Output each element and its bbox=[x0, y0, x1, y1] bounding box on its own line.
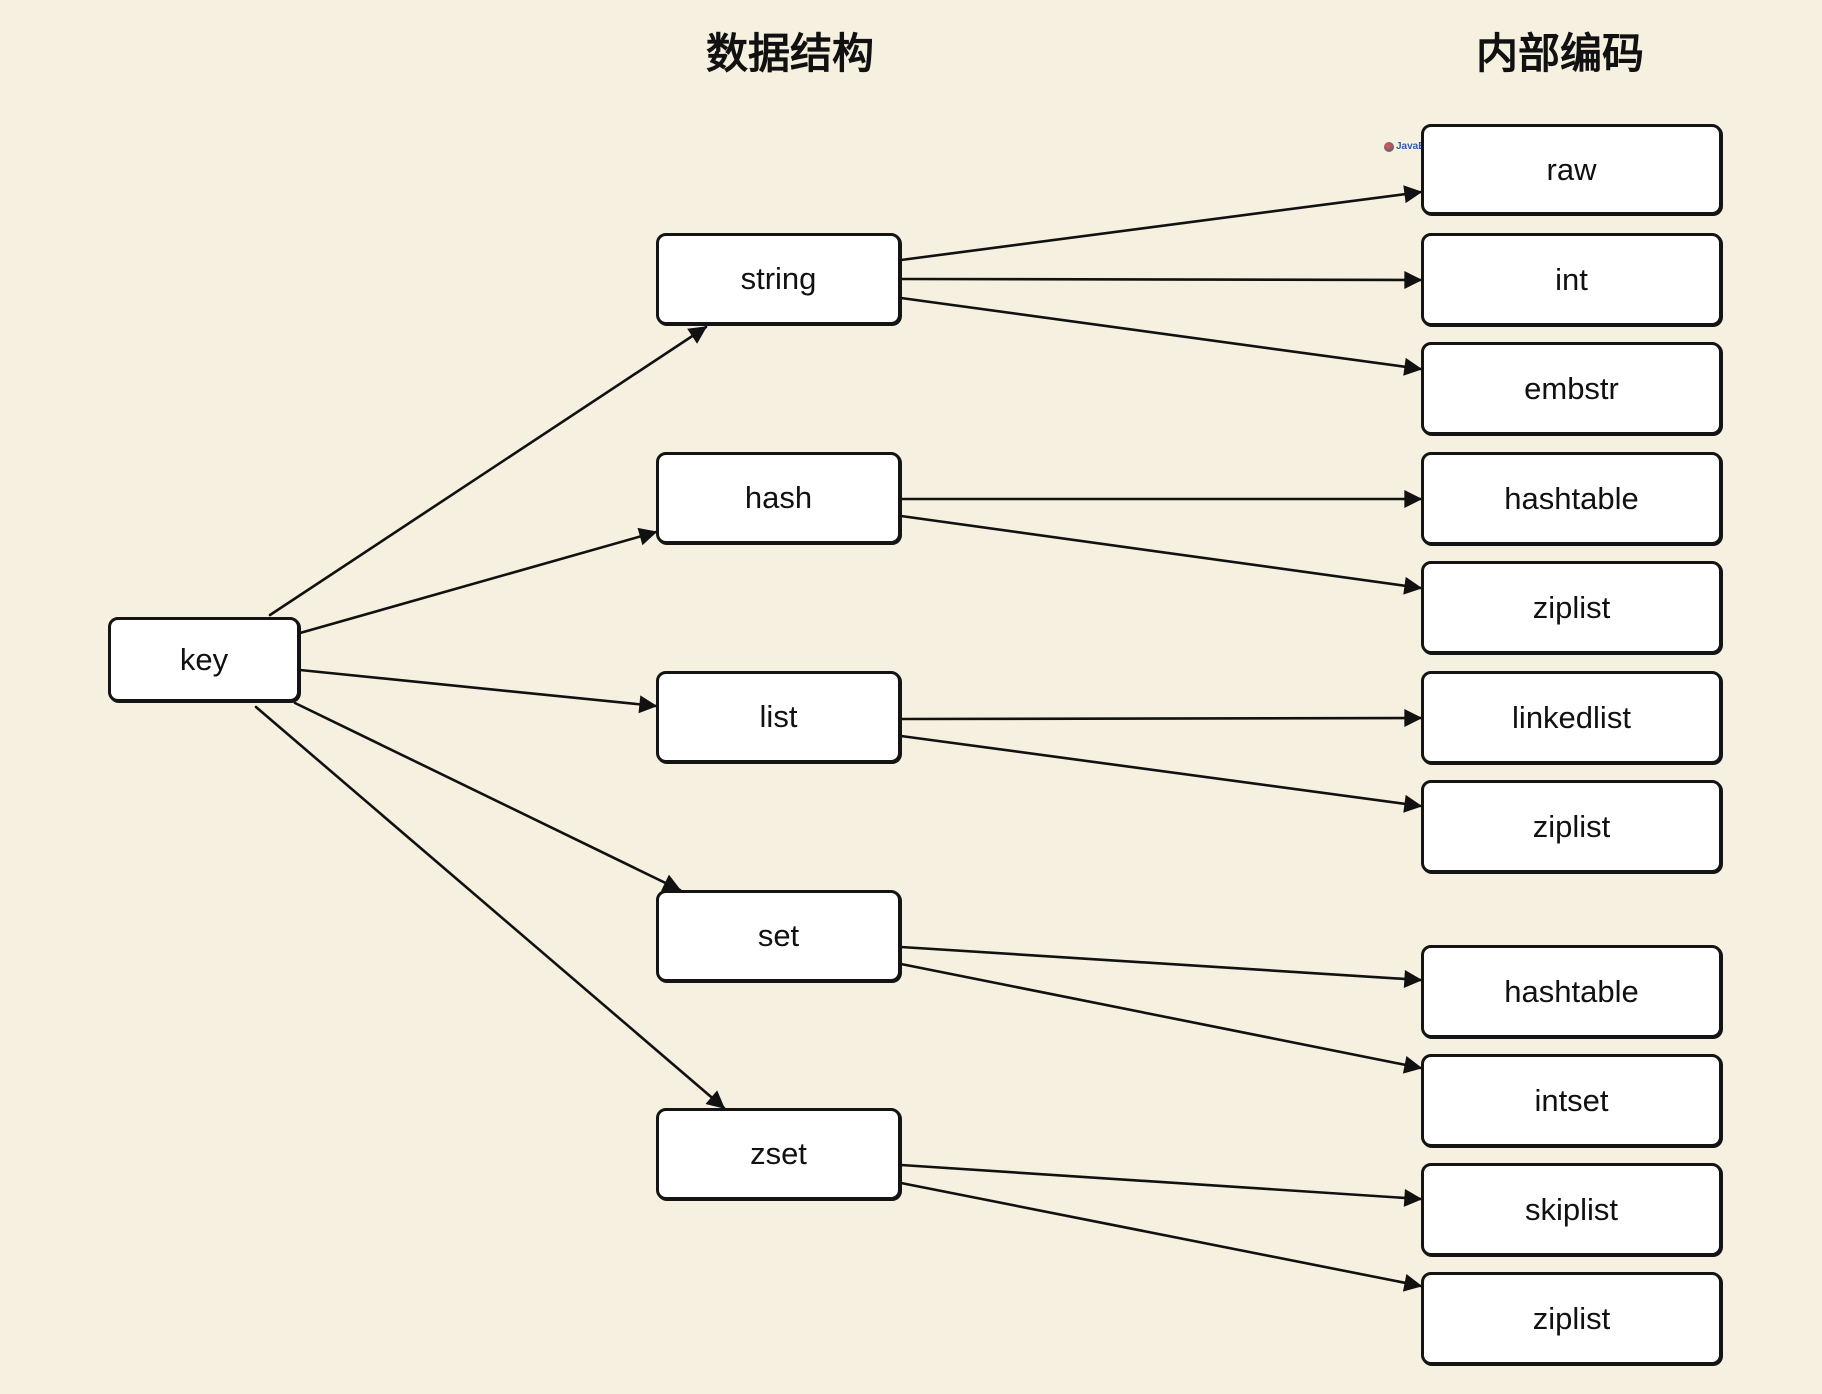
edge-string-to-embstr bbox=[899, 296, 1423, 376]
edge-zset-to-skiplist bbox=[899, 1163, 1423, 1207]
structure-label: hash bbox=[744, 480, 813, 515]
structure-label: list bbox=[759, 699, 798, 734]
encoding-label: ziplist bbox=[1532, 589, 1611, 625]
edge-set-to-set-hashtable bbox=[899, 945, 1423, 988]
edge-list-to-list-ziplist bbox=[899, 734, 1423, 813]
structure-node-hash: hash bbox=[656, 452, 901, 544]
edge-key-to-list bbox=[298, 668, 658, 714]
header-internal-encodings: 内部编码 bbox=[1475, 29, 1644, 78]
encoding-label: raw bbox=[1546, 151, 1597, 187]
encoding-node-list-ziplist: ziplist bbox=[1421, 780, 1722, 873]
structure-node-zset: zset bbox=[656, 1108, 901, 1200]
edge-key-to-string bbox=[268, 325, 708, 617]
javaedge-watermark: JavaEdge bbox=[1384, 141, 1443, 152]
encoding-node-embstr: embstr bbox=[1421, 342, 1722, 435]
encoding-label: intset bbox=[1534, 1082, 1609, 1118]
encoding-label: hashtable bbox=[1504, 973, 1639, 1009]
watermark-text: JavaEdge bbox=[1396, 141, 1443, 152]
header-data-structures: 数据结构 bbox=[705, 29, 874, 78]
structure-node-set: set bbox=[656, 890, 901, 982]
edge-key-to-set bbox=[293, 701, 682, 892]
structure-label: zset bbox=[750, 1136, 807, 1171]
encoding-label: embstr bbox=[1524, 370, 1619, 406]
encoding-label: skiplist bbox=[1524, 1191, 1618, 1227]
encoding-label: int bbox=[1555, 261, 1588, 297]
encoding-node-raw: raw bbox=[1421, 124, 1722, 215]
root-node-key: key bbox=[108, 617, 300, 702]
edge-zset-to-zset-ziplist bbox=[899, 1181, 1423, 1292]
encoding-node-skiplist: skiplist bbox=[1421, 1163, 1722, 1256]
edge-key-to-zset bbox=[254, 705, 726, 1110]
edge-list-to-linkedlist bbox=[899, 709, 1423, 728]
encoding-node-hash-hashtable: hashtable bbox=[1421, 452, 1722, 545]
watermark-logo-icon bbox=[1384, 141, 1394, 152]
structure-node-string: string bbox=[656, 233, 901, 325]
edge-hash-to-hash-ziplist bbox=[899, 514, 1423, 595]
encoding-label: linkedlist bbox=[1512, 699, 1631, 735]
encoding-node-int: int bbox=[1421, 233, 1722, 326]
encoding-node-set-hashtable: hashtable bbox=[1421, 945, 1722, 1038]
structure-node-list: list bbox=[656, 671, 901, 763]
encoding-label: hashtable bbox=[1504, 480, 1639, 516]
root-label: key bbox=[179, 641, 229, 677]
edge-string-to-raw bbox=[899, 185, 1423, 262]
encoding-node-linkedlist: linkedlist bbox=[1421, 671, 1722, 764]
edge-set-to-intset bbox=[899, 962, 1423, 1074]
encoding-label: ziplist bbox=[1532, 808, 1611, 844]
edge-key-to-hash bbox=[298, 527, 658, 635]
encoding-node-intset: intset bbox=[1421, 1054, 1722, 1147]
encoding-node-hash-ziplist: ziplist bbox=[1421, 561, 1722, 654]
structure-label: set bbox=[757, 918, 800, 953]
encoding-node-zset-ziplist: ziplist bbox=[1421, 1272, 1722, 1365]
edge-string-to-int bbox=[899, 270, 1423, 289]
structure-label: string bbox=[740, 261, 817, 296]
encoding-label: ziplist bbox=[1532, 1300, 1611, 1336]
